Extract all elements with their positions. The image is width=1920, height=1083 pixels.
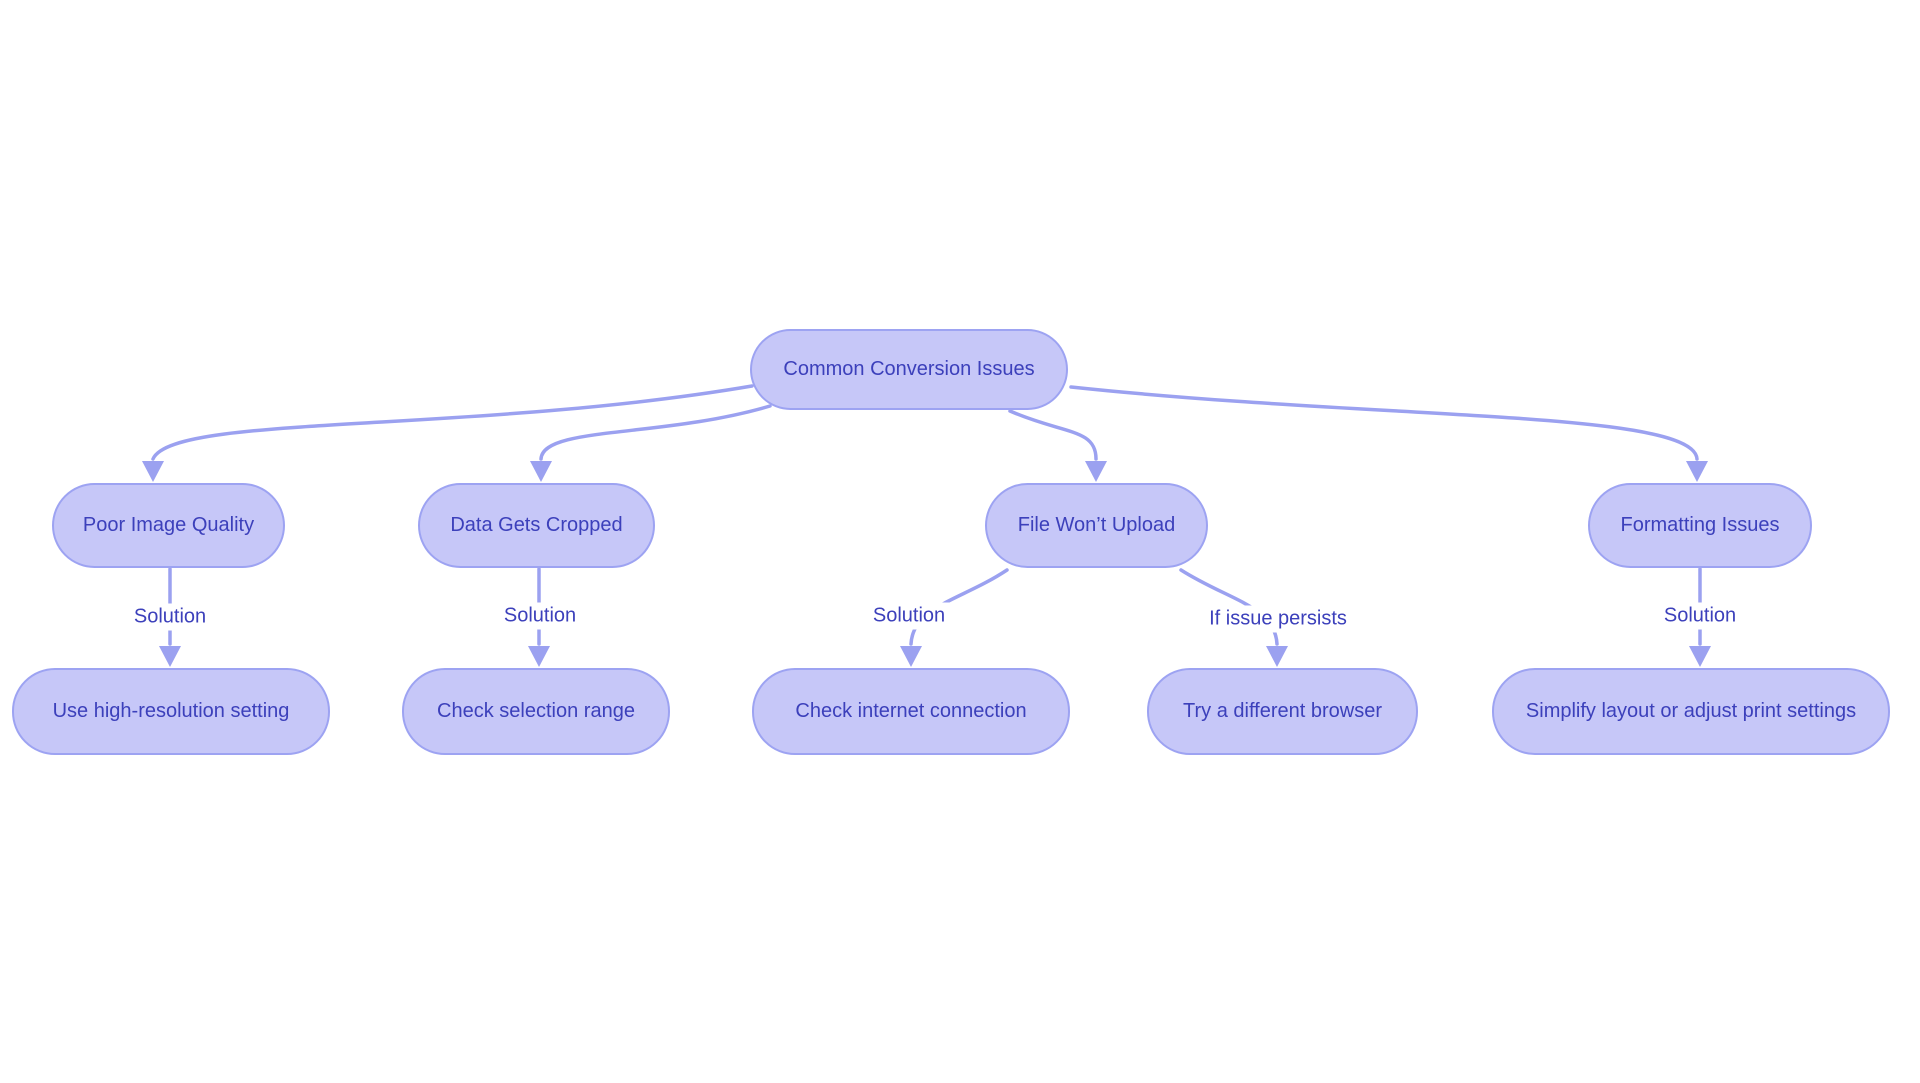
node-formatting-issues: Formatting Issues xyxy=(1588,483,1812,568)
node-try-a-different-browser-label: Try a different browser xyxy=(1183,700,1382,722)
edge-label-file-wont-upload-solution: Solution xyxy=(865,602,953,630)
edge-root-to-file-wont-upload xyxy=(1008,409,1098,461)
node-poor-image-quality: Poor Image Quality xyxy=(52,483,285,568)
edge-label-formatting-issues-solution: Solution xyxy=(1656,602,1744,630)
node-check-internet-connection: Check internet connection xyxy=(752,668,1070,755)
edge-label-file-wont-upload-if-issue-persists: If issue persists xyxy=(1202,605,1354,633)
edge-file-wont-upload-to-try-a-different-browser xyxy=(1179,568,1279,646)
arrowhead-formatting-issues xyxy=(1686,461,1708,482)
node-check-selection-range: Check selection range xyxy=(402,668,670,755)
edge-root-to-poor-image-quality xyxy=(151,384,754,461)
edge-root-to-data-gets-cropped xyxy=(539,404,772,461)
arrowhead-simplify-layout xyxy=(1689,646,1711,667)
arrowhead-file-wont-upload xyxy=(1085,461,1107,482)
node-check-internet-connection-label: Check internet connection xyxy=(795,700,1027,722)
arrowhead-use-high-resolution-setting xyxy=(159,646,181,667)
arrowhead-poor-image-quality xyxy=(142,461,164,482)
arrowhead-data-gets-cropped xyxy=(530,461,552,482)
node-poor-image-quality-label: Poor Image Quality xyxy=(82,514,255,536)
node-formatting-issues-label: Formatting Issues xyxy=(1620,514,1780,536)
node-file-wont-upload-label: File Won’t Upload xyxy=(1017,514,1176,536)
node-simplify-layout-or-adjust-print-settings: Simplify layout or adjust print settings xyxy=(1492,668,1890,755)
arrowhead-check-internet-connection xyxy=(900,646,922,667)
node-data-gets-cropped: Data Gets Cropped xyxy=(418,483,655,568)
node-common-conversion-issues-label: Common Conversion Issues xyxy=(783,358,1035,380)
edge-label-data-gets-cropped-solution: Solution xyxy=(496,602,584,630)
node-use-high-resolution-setting: Use high-resolution setting xyxy=(12,668,330,755)
edge-root-to-formatting-issues xyxy=(1069,385,1699,461)
node-try-a-different-browser: Try a different browser xyxy=(1147,668,1418,755)
node-data-gets-cropped-label: Data Gets Cropped xyxy=(450,514,623,536)
arrowhead-check-selection-range xyxy=(528,646,550,667)
node-file-wont-upload: File Won’t Upload xyxy=(985,483,1208,568)
edge-label-poor-image-quality-solution: Solution xyxy=(126,603,214,631)
node-check-selection-range-label: Check selection range xyxy=(437,700,635,722)
node-common-conversion-issues: Common Conversion Issues xyxy=(750,329,1068,410)
node-simplify-layout-or-adjust-print-settings-label: Simplify layout or adjust print settings xyxy=(1525,700,1857,722)
arrowhead-try-a-different-browser xyxy=(1266,646,1288,667)
node-use-high-resolution-setting-label: Use high-resolution setting xyxy=(52,700,290,722)
